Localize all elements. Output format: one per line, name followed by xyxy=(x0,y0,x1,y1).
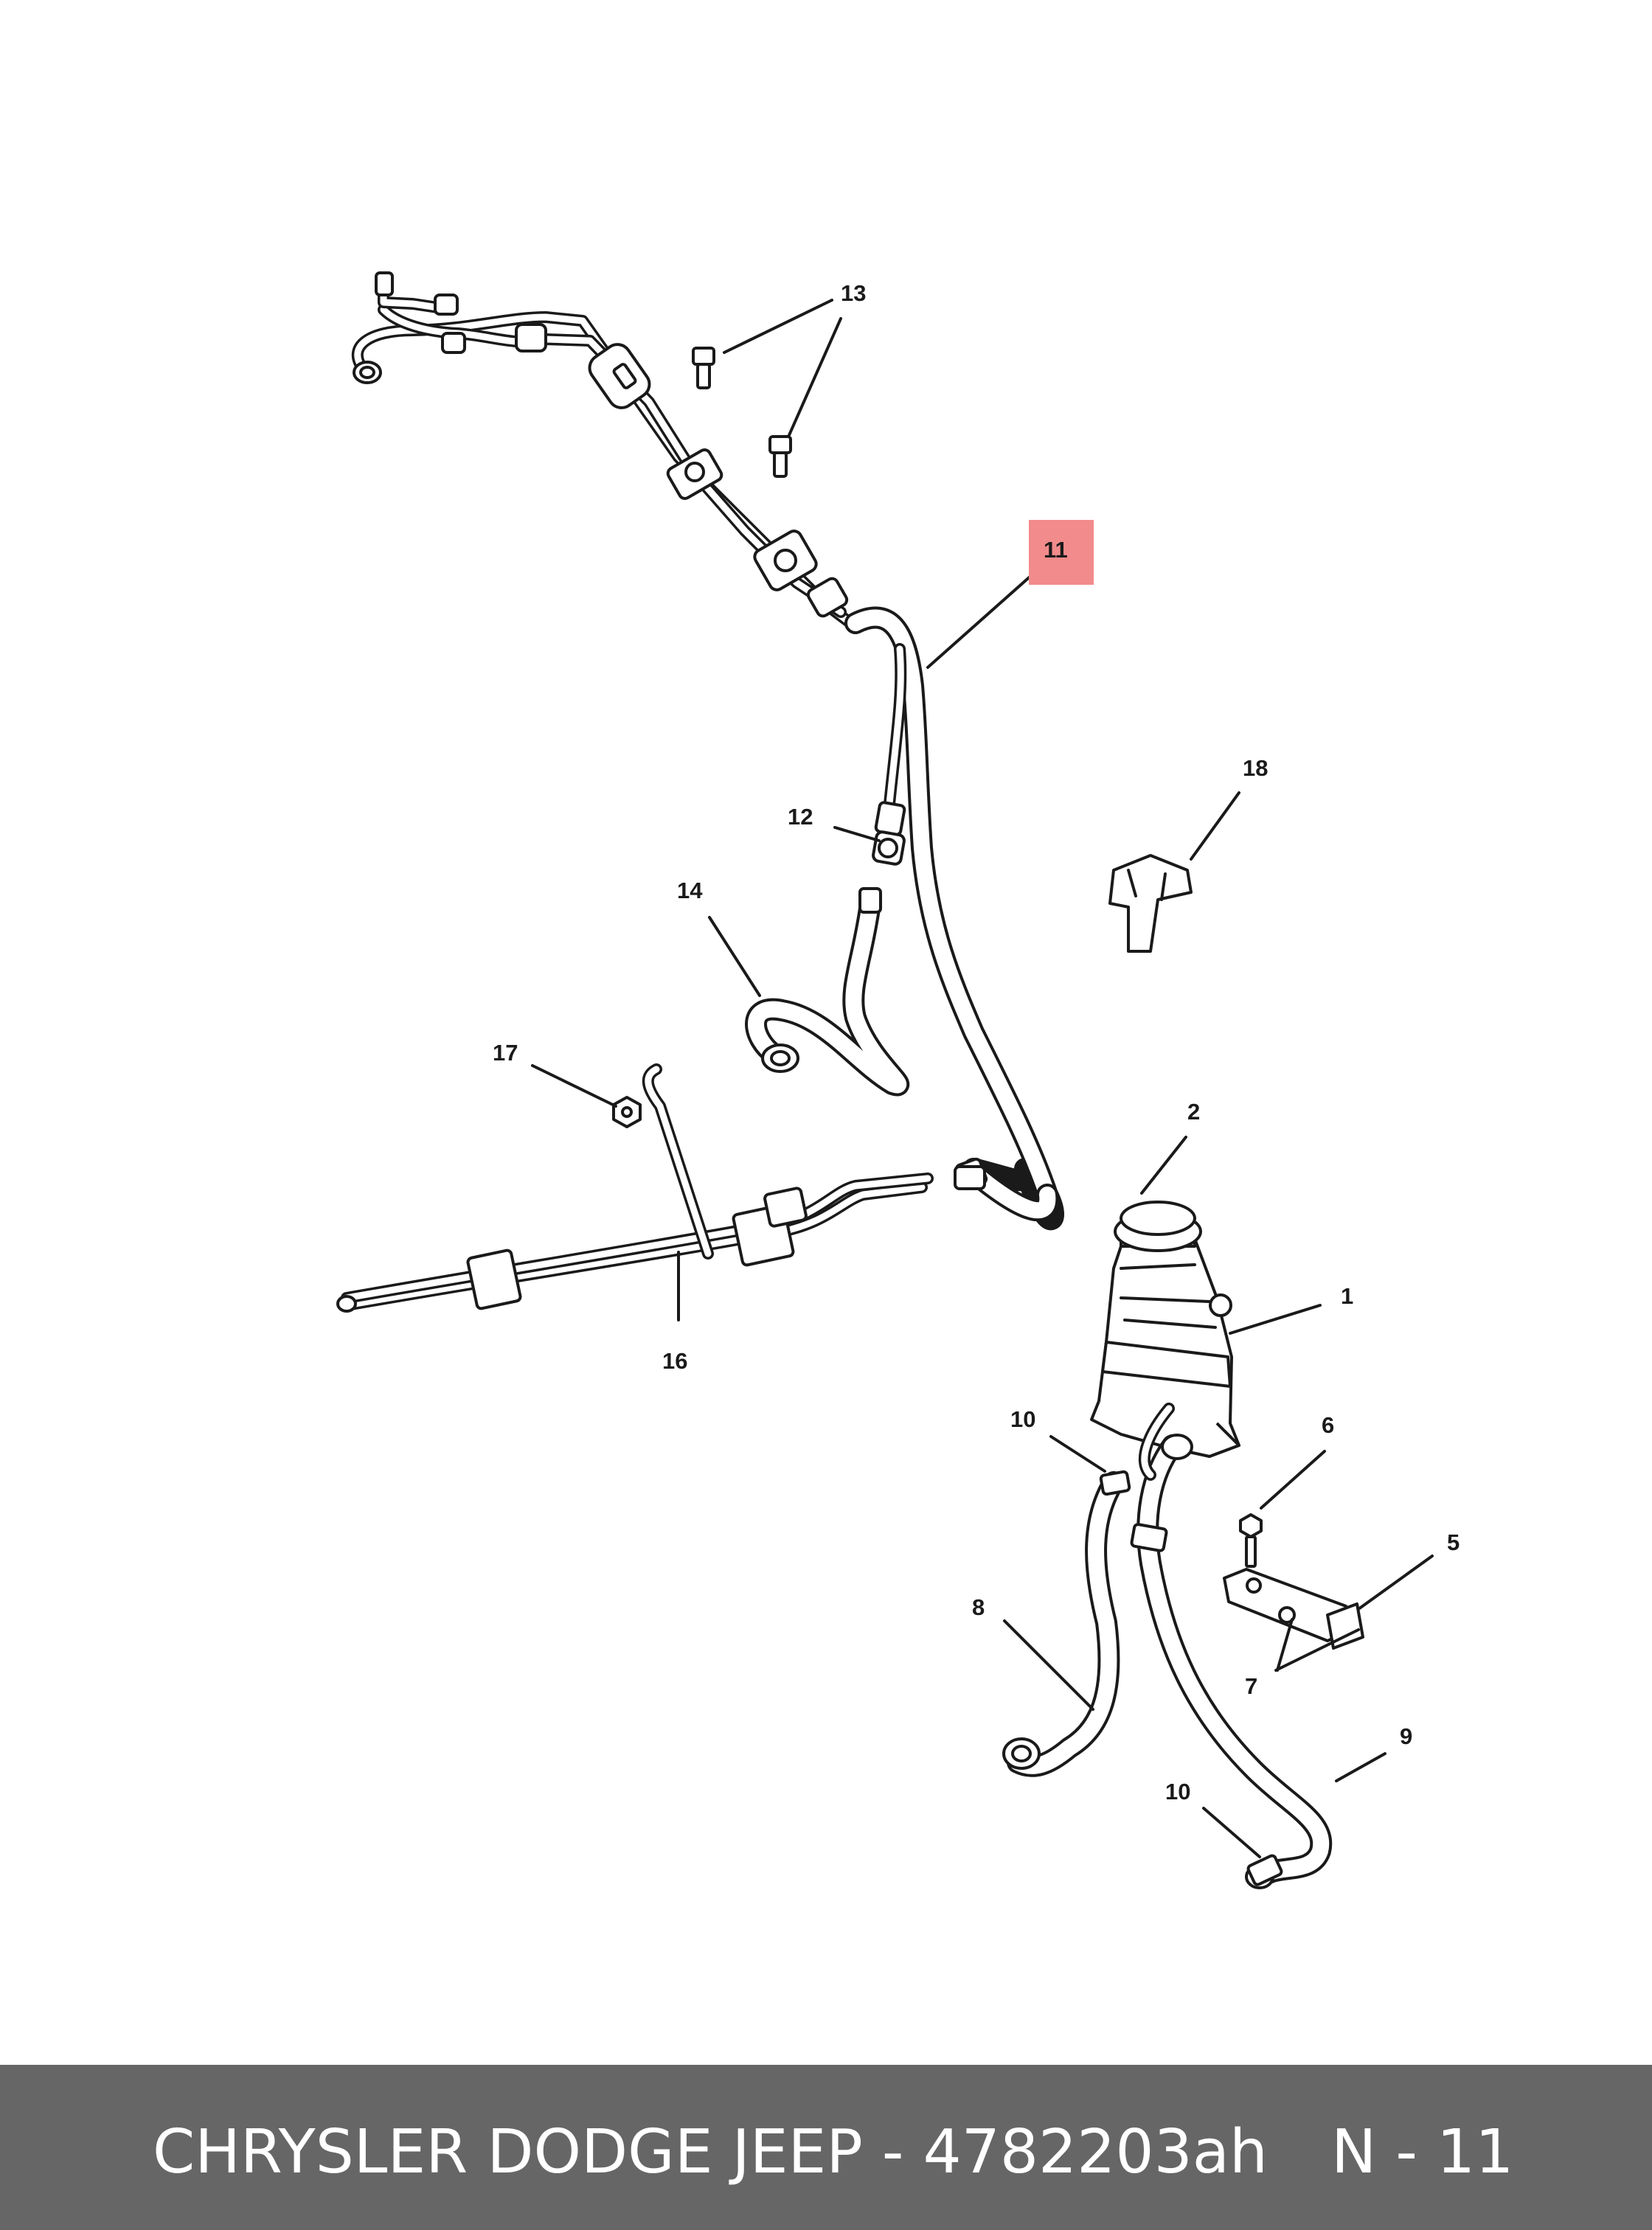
pressure-hose-main xyxy=(844,606,1065,1231)
callout-18: 18 xyxy=(1243,755,1268,781)
callout-2: 2 xyxy=(1187,1099,1200,1125)
leader-lines xyxy=(531,299,1434,1858)
bracket-5 xyxy=(1223,1568,1364,1650)
cap-2 xyxy=(1114,1201,1202,1252)
callout-7: 7 xyxy=(1245,1673,1257,1699)
highlight-box-11 xyxy=(1029,520,1094,585)
part-number-text: CHRYSLER DODGE JEEP - 4782203ah xyxy=(153,2117,1268,2187)
callout-13: 13 xyxy=(841,280,866,306)
callout-9: 9 xyxy=(1400,1723,1412,1749)
bracket-18 xyxy=(1108,854,1193,953)
bolt-6 xyxy=(1239,1513,1263,1568)
callout-11: 11 xyxy=(1044,537,1068,563)
reservoir-1 xyxy=(1090,1237,1240,1458)
callout-8: 8 xyxy=(972,1594,985,1620)
pressure-hose-assembly xyxy=(351,271,861,633)
callout-1: 1 xyxy=(1341,1283,1353,1309)
callout-5: 5 xyxy=(1447,1529,1460,1555)
cooler-tube-16 xyxy=(336,1063,986,1313)
hose-14 xyxy=(745,887,909,1097)
hose-9 xyxy=(1130,1403,1333,1889)
callout-12: 12 xyxy=(788,804,813,830)
footer-bar: CHRYSLER DODGE JEEP - 4782203ah N - 11 xyxy=(0,2065,1652,2230)
callout-17: 17 xyxy=(493,1040,518,1066)
callout-labels: 1 2 5 6 7 8 9 10 10 11 12 13 14 16 17 18 xyxy=(493,280,1460,1805)
parts-diagram: 1 2 5 6 7 8 9 10 10 11 12 13 14 16 17 18 xyxy=(336,271,1460,1889)
hose-8 xyxy=(1002,1470,1131,1777)
callout-6: 6 xyxy=(1322,1412,1334,1438)
callout-14: 14 xyxy=(677,878,703,903)
nut-17 xyxy=(612,1096,642,1128)
reference-number-text: N - 11 xyxy=(1331,2117,1514,2187)
callout-10-lower: 10 xyxy=(1165,1779,1190,1805)
callout-10-upper: 10 xyxy=(1010,1406,1035,1432)
bolts-13 xyxy=(692,347,792,478)
callout-16: 16 xyxy=(662,1348,687,1374)
